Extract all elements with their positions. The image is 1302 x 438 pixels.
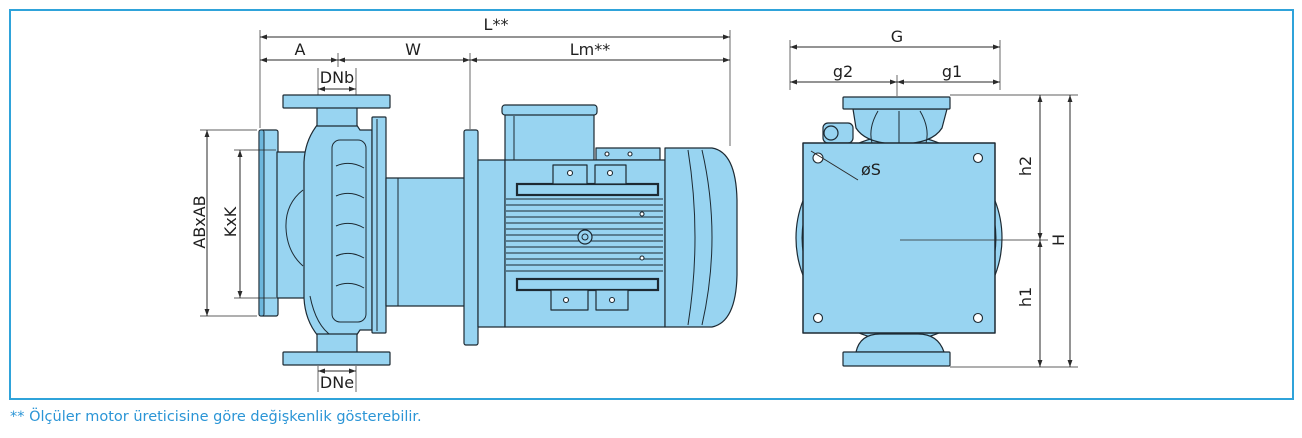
terminal-box [504, 112, 595, 162]
rating-screw [639, 255, 645, 261]
end-view-pump [795, 96, 1003, 367]
end-bottom-flange [842, 351, 951, 367]
end-cable-gland-nut [823, 125, 839, 141]
label-h1: h1 [1016, 287, 1035, 307]
end-discharge-flange [842, 96, 951, 110]
motor-flange [463, 129, 479, 346]
foot-bolt [562, 296, 570, 304]
footnote: ** Ölçüler motor üreticisine göre değişk… [10, 407, 422, 425]
discharge-flange [282, 94, 391, 109]
motor [477, 104, 738, 328]
plate-bolt-hole [972, 152, 984, 164]
bearing-housing-group [385, 129, 479, 346]
top-mounting-rail [515, 182, 660, 197]
end-discharge-neck [852, 108, 948, 145]
fan-cover-curve [687, 149, 696, 326]
label-dne: DNe [320, 373, 354, 392]
hole-leader-line [810, 150, 859, 181]
gland-screw [627, 151, 633, 157]
motor-shaft-boss [577, 229, 593, 245]
label-h2: h2 [1016, 156, 1035, 176]
label-hole-s: øS [861, 160, 881, 179]
impeller-vane [335, 252, 365, 259]
bottom-mounting-rail [515, 277, 660, 292]
label-g: G [891, 27, 903, 46]
impeller-shroud [331, 139, 367, 323]
fan-cover-curve [701, 149, 713, 326]
impeller-vane [335, 192, 365, 199]
motor-end-plate [802, 142, 996, 334]
foot-bolt [566, 169, 574, 177]
gland-screw [604, 151, 610, 157]
plate-bolt-hole [972, 312, 984, 324]
motor-front-ring [477, 159, 506, 328]
volute-casing [303, 123, 373, 337]
fan-cover [664, 147, 738, 328]
suction-eye-line [285, 189, 304, 267]
terminal-box-lid [501, 104, 598, 116]
discharge-neck [316, 105, 358, 127]
label-kxk: KxK [221, 206, 240, 237]
foot-bolt [606, 169, 614, 177]
end-view-dimensions: G g2 g1 øS h2 h1 H [789, 27, 1078, 368]
end-view: G g2 g1 øS h2 h1 H [789, 27, 1078, 368]
label-w: W [405, 40, 421, 59]
label-g1: g1 [942, 62, 962, 81]
motor-shaft-center [581, 233, 589, 241]
label-dnb: DNb [320, 68, 354, 87]
bottom-neck [316, 333, 358, 354]
label-g2: g2 [833, 62, 853, 81]
end-vane-line [919, 110, 928, 144]
impeller-vane [335, 222, 365, 229]
foot-bolt [608, 296, 616, 304]
label-h: H [1049, 234, 1068, 246]
bottom-flange [282, 351, 391, 366]
pump-hydraulic-part [258, 94, 391, 366]
bearing-housing [385, 177, 466, 307]
rating-screw [639, 211, 645, 217]
end-bottom-neck [855, 333, 945, 353]
impeller-vane [335, 282, 365, 289]
label-abxab: ABxAB [190, 195, 209, 248]
bottom-foot-left [550, 289, 589, 311]
drawing-frame [9, 9, 1294, 400]
end-vane-line [870, 110, 879, 144]
label-l: L** [484, 15, 509, 34]
label-a: A [295, 40, 306, 59]
impeller-vane [335, 162, 365, 169]
suction-flange-rim [258, 129, 265, 317]
plate-bolt-hole [812, 312, 824, 324]
label-lm: Lm** [570, 40, 611, 59]
pump-cover [371, 116, 387, 334]
side-view: L** A W Lm** DNb DNe ABxAB KxK [190, 15, 738, 392]
side-view-dimensions: L** A W Lm** DNb DNe ABxAB KxK [190, 15, 731, 392]
